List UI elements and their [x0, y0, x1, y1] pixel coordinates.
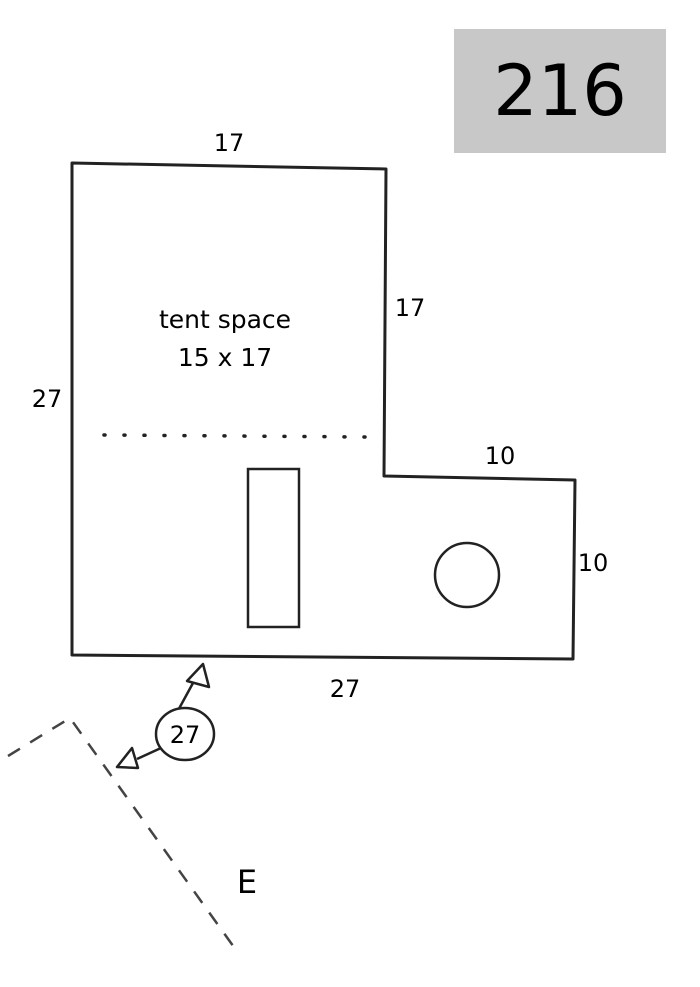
driveway-arrowhead-up	[185, 662, 211, 689]
compass-direction: E	[237, 863, 257, 901]
dimension-bottom: 27	[330, 675, 361, 703]
site-outline	[70, 161, 577, 661]
driveway-length-label: 27	[170, 721, 201, 749]
road-edge	[7, 716, 238, 951]
tent-space-divider	[102, 433, 370, 439]
picnic-table	[246, 467, 301, 629]
dimension-step: 10	[485, 442, 516, 470]
site-number: 216	[493, 50, 627, 132]
tent-space-size: 15 x 17	[178, 343, 272, 372]
site-number-badge: 216	[454, 29, 666, 153]
dimension-top: 17	[214, 129, 245, 157]
tent-space-label: tent space	[159, 305, 291, 334]
dimension-left: 27	[32, 385, 63, 413]
driveway-arrow-line-down	[136, 746, 162, 761]
dimension-right-lower: 10	[578, 549, 609, 577]
dimension-right-upper: 17	[395, 294, 426, 322]
driveway-length-circle	[154, 706, 216, 762]
driveway-arrowhead-down	[115, 746, 140, 770]
fire-ring	[433, 541, 501, 609]
